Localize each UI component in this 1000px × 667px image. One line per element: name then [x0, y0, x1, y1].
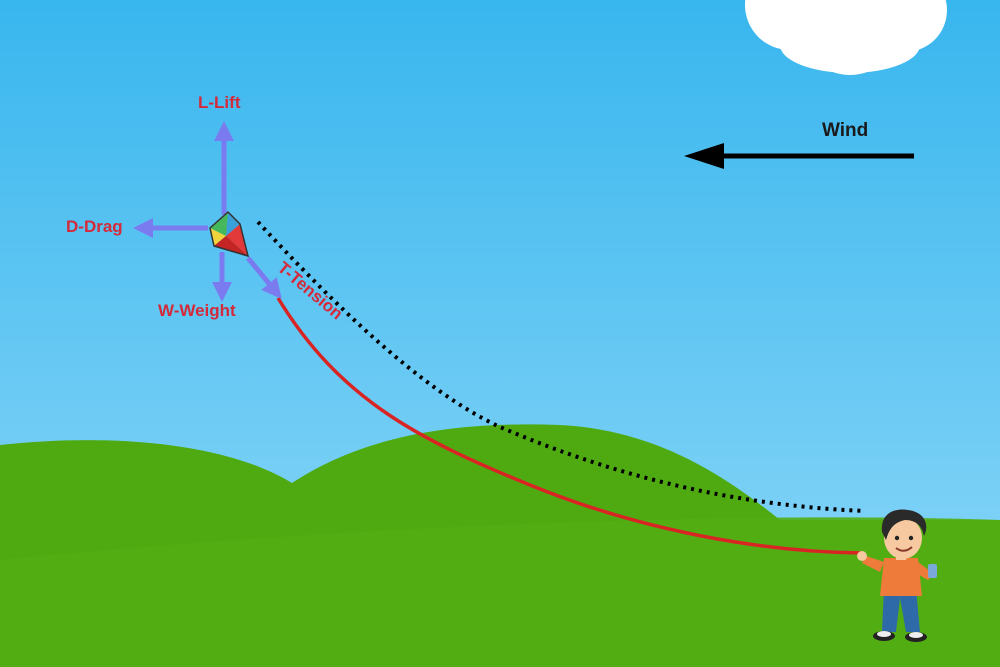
- kite-string: [276, 297, 864, 555]
- lift-label: L-Lift: [198, 93, 241, 112]
- tension-arrow: [246, 256, 282, 299]
- wind-label: Wind: [822, 120, 869, 141]
- front-ground: [0, 517, 1000, 667]
- kite-icon: [209, 210, 250, 258]
- drag-label: D-Drag: [66, 217, 123, 236]
- cloud-icon: [745, 0, 947, 75]
- weight-label: W-Weight: [158, 301, 236, 320]
- wind-arrow: [684, 143, 914, 169]
- boy-flying-kite-icon: [857, 509, 937, 642]
